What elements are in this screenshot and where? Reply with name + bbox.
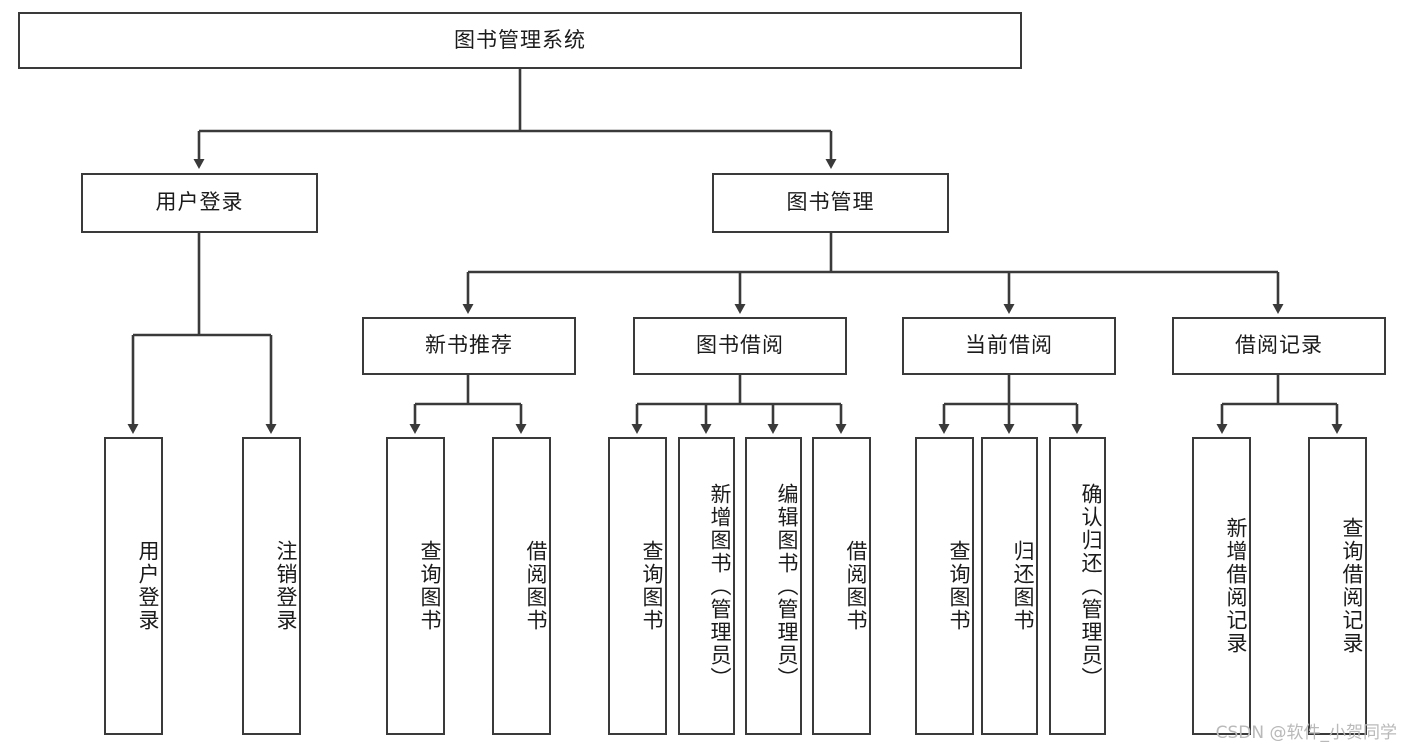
- node-borrow-record-label: 借阅记录: [1235, 333, 1323, 358]
- node-leaf-edit-book[interactable]: 编辑图书（管理员）: [745, 437, 802, 735]
- node-leaf-query-book-3-label: 查询图书: [947, 540, 971, 632]
- node-leaf-return-book-label: 归还图书: [1011, 540, 1035, 632]
- node-leaf-query-book-3[interactable]: 查询图书: [915, 437, 974, 735]
- node-leaf-query-book-2-label: 查询图书: [640, 540, 664, 632]
- node-leaf-borrow-book-2[interactable]: 借阅图书: [812, 437, 871, 735]
- node-current-borrow[interactable]: 当前借阅: [902, 317, 1116, 375]
- node-leaf-add-record[interactable]: 新增借阅记录: [1192, 437, 1251, 735]
- node-book-borrow[interactable]: 图书借阅: [633, 317, 847, 375]
- node-leaf-borrow-book-2-label: 借阅图书: [844, 540, 868, 632]
- node-leaf-add-book[interactable]: 新增图书（管理员）: [678, 437, 735, 735]
- node-leaf-borrow-book-1[interactable]: 借阅图书: [492, 437, 551, 735]
- node-leaf-query-book-2[interactable]: 查询图书: [608, 437, 667, 735]
- node-leaf-add-book-label: 新增图书（管理员）: [708, 482, 732, 690]
- node-leaf-query-record[interactable]: 查询借阅记录: [1308, 437, 1367, 735]
- node-current-borrow-label: 当前借阅: [965, 333, 1053, 358]
- watermark: CSDN @软件_小贺同学: [1215, 723, 1397, 743]
- node-leaf-query-record-label: 查询借阅记录: [1340, 517, 1364, 655]
- node-leaf-borrow-book-1-label: 借阅图书: [524, 540, 548, 632]
- node-leaf-confirm-return[interactable]: 确认归还（管理员）: [1049, 437, 1106, 735]
- node-leaf-query-book-1-label: 查询图书: [418, 540, 442, 632]
- node-leaf-user-login-label: 用户登录: [136, 540, 160, 632]
- node-leaf-logout[interactable]: 注销登录: [242, 437, 301, 735]
- node-leaf-logout-label: 注销登录: [274, 540, 298, 632]
- node-new-book-recommend-label: 新书推荐: [425, 333, 513, 358]
- node-leaf-confirm-return-label: 确认归还（管理员）: [1079, 482, 1103, 690]
- node-root[interactable]: 图书管理系统: [18, 12, 1022, 69]
- node-book-management-label: 图书管理: [786, 190, 875, 215]
- node-book-management[interactable]: 图书管理: [712, 173, 949, 233]
- node-leaf-add-record-label: 新增借阅记录: [1224, 517, 1248, 655]
- node-borrow-record[interactable]: 借阅记录: [1172, 317, 1386, 375]
- node-book-borrow-label: 图书借阅: [696, 333, 784, 358]
- node-user-login-label: 用户登录: [155, 190, 244, 215]
- node-new-book-recommend[interactable]: 新书推荐: [362, 317, 576, 375]
- node-user-login[interactable]: 用户登录: [81, 173, 318, 233]
- node-leaf-query-book-1[interactable]: 查询图书: [386, 437, 445, 735]
- node-leaf-user-login[interactable]: 用户登录: [104, 437, 163, 735]
- node-root-label: 图书管理系统: [454, 27, 586, 52]
- node-leaf-edit-book-label: 编辑图书（管理员）: [775, 482, 799, 690]
- node-leaf-return-book[interactable]: 归还图书: [981, 437, 1038, 735]
